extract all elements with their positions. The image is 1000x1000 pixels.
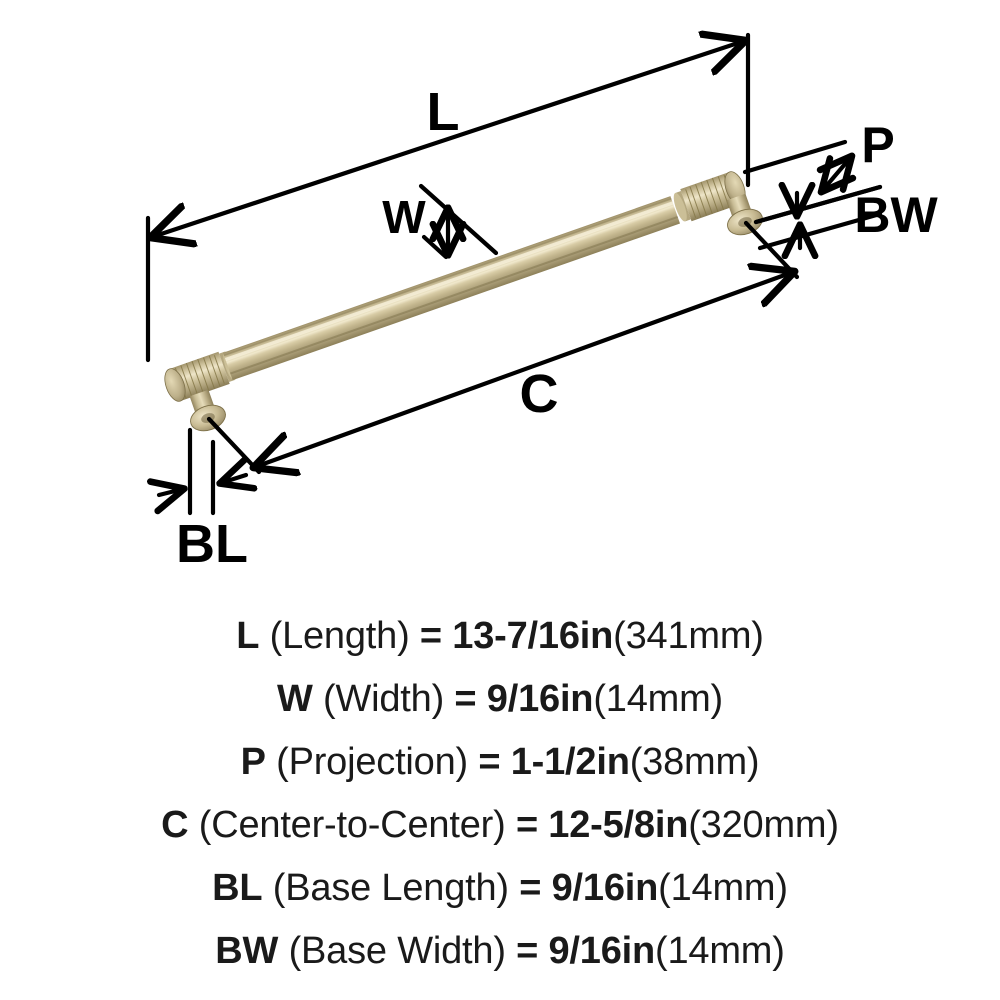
spec-symbol: BL <box>212 867 263 909</box>
label-BW: BW <box>854 187 938 243</box>
spec-name: (Base Length) <box>272 867 509 909</box>
C-leader-right <box>743 220 800 280</box>
BL-arrow-right <box>221 475 246 483</box>
left-mounting-post <box>189 389 226 432</box>
spec-symbol: C <box>161 804 189 846</box>
spec-row-base-length: BL (Base Length) = 9/16in(14mm) <box>0 857 1000 920</box>
spec-imperial: 1-1/2in <box>510 741 630 783</box>
spec-imperial: 9/16in <box>548 930 656 972</box>
right-mounting-post <box>726 193 763 236</box>
label-W: W <box>382 191 426 243</box>
spec-imperial: 13-7/16in <box>452 615 614 657</box>
label-L: L <box>427 82 460 142</box>
W-extension-lower <box>421 234 449 260</box>
spec-metric: (38mm) <box>629 741 760 783</box>
spec-metric: (320mm) <box>688 804 839 846</box>
spec-metric: (14mm) <box>658 867 788 909</box>
spec-row-length: L (Length) = 13-7/16in(341mm) <box>0 605 1000 668</box>
dimension-BW <box>753 184 883 251</box>
BL-arrow-left <box>159 489 183 495</box>
spec-metric: (341mm) <box>613 615 764 657</box>
dimension-W <box>418 183 499 260</box>
dimension-BL <box>159 427 246 516</box>
spec-row-projection: P (Projection) = 1-1/2in(38mm) <box>0 731 1000 794</box>
spec-name: (Length) <box>269 615 410 657</box>
spec-imperial: 12-5/8in <box>548 804 689 846</box>
spec-name: (Base Width) <box>288 930 506 972</box>
spec-metric: (14mm) <box>655 930 785 972</box>
spec-row-width: W (Width) = 9/16in(14mm) <box>0 668 1000 731</box>
spec-equals: = <box>478 741 501 783</box>
specification-list: L (Length) = 13-7/16in(341mm) W (Width) … <box>0 605 1000 1000</box>
spec-name: (Width) <box>323 678 445 720</box>
dimension-L <box>145 35 751 363</box>
spec-equals: = <box>516 930 539 972</box>
spec-row-center-to-center: C (Center-to-Center) = 12-5/8in(320mm) <box>0 794 1000 857</box>
spec-metric: (14mm) <box>593 678 723 720</box>
spec-equals: = <box>515 804 538 846</box>
C-leader-left <box>206 416 262 475</box>
spec-symbol: BW <box>215 930 279 972</box>
spec-symbol: L <box>236 615 260 657</box>
spec-row-base-width: BW (Base Width) = 9/16in(14mm) <box>0 920 1000 983</box>
spec-symbol: W <box>276 678 313 720</box>
spec-name: (Projection) <box>276 741 468 783</box>
label-BL: BL <box>176 514 248 574</box>
spec-equals: = <box>419 615 442 657</box>
BW-extension-upper <box>753 184 883 225</box>
product-dimension-diagram: L W P BW <box>145 0 938 574</box>
C-dimension-arrow <box>255 272 793 467</box>
spec-equals: = <box>519 867 542 909</box>
label-P: P <box>861 117 894 173</box>
spec-imperial: 9/16in <box>551 867 659 909</box>
L-dimension-arrow <box>152 41 744 237</box>
spec-imperial: 9/16in <box>486 678 594 720</box>
spec-name: (Center-to-Center) <box>198 804 506 846</box>
pull-bar <box>223 196 681 381</box>
spec-symbol: P <box>240 741 266 783</box>
product-illustration <box>164 171 763 432</box>
spec-equals: = <box>454 678 477 720</box>
label-C: C <box>520 364 559 424</box>
P-dimension-arrow <box>822 157 851 191</box>
BW-extension-lower <box>757 211 883 251</box>
P-extension-upper <box>742 139 848 175</box>
